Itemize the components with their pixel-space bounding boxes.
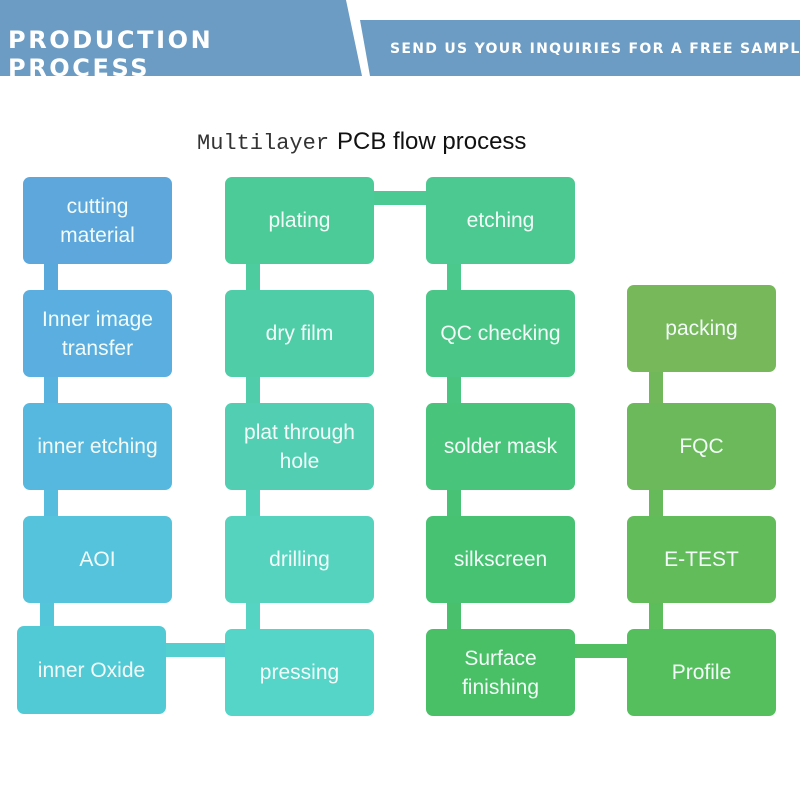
connector [246, 603, 260, 629]
step-e-test: E-TEST [627, 516, 776, 603]
step-label: inner etching [37, 435, 158, 458]
connector [649, 372, 663, 403]
connector [246, 264, 260, 290]
step-solder-mask: solder mask [426, 403, 575, 490]
header-banner-right[interactable]: SEND US YOUR INQUIRIES FOR A FREE SAMPLE [360, 20, 800, 76]
step-label: AOI [79, 548, 116, 571]
page-heading: PRODUCTION PROCESS [8, 26, 214, 82]
connector [166, 643, 225, 657]
step-inner-oxide: inner Oxide [17, 626, 166, 714]
connector [649, 490, 663, 516]
step-inner-etching: inner etching [23, 403, 172, 490]
step-label: plating [268, 209, 331, 232]
step-plating: plating [225, 177, 374, 264]
free-sample-cta[interactable]: SEND US YOUR INQUIRIES FOR A FREE SAMPLE [390, 41, 800, 57]
step-label: pressing [259, 661, 340, 684]
step-plat-through-hole: plat through hole [225, 403, 374, 490]
step-label: Surface finishing [461, 646, 540, 699]
step-profile: Profile [627, 629, 776, 716]
step-label: QC checking [440, 322, 561, 345]
connector [447, 264, 461, 290]
diagram-title-pcb: PCB flow process [337, 128, 527, 155]
connector [574, 644, 627, 658]
connector [44, 264, 58, 290]
step-cutting-material: cutting material [23, 177, 172, 264]
connector [649, 603, 663, 629]
connector [246, 377, 260, 403]
diagram-title-multilayer: Multilayer [197, 131, 330, 156]
step-surface-finishing: Surface finishing [426, 629, 575, 716]
connector [447, 603, 461, 629]
step-label: drilling [269, 548, 330, 571]
step-qc-checking: QC checking [426, 290, 575, 377]
connector [44, 377, 58, 403]
step-label: E-TEST [664, 548, 739, 571]
diagram-title: Multilayer PCB flow process [197, 128, 526, 156]
header-banner-left: PRODUCTION PROCESS [0, 0, 362, 76]
step-label: cutting material [60, 194, 135, 247]
step-label: Profile [671, 661, 732, 684]
connector [44, 490, 58, 516]
step-label: silkscreen [453, 548, 548, 571]
step-label: solder mask [443, 435, 558, 458]
step-label: packing [665, 317, 738, 340]
step-packing: packing [627, 285, 776, 372]
step-label: dry film [265, 322, 334, 345]
step-inner-image-transfer: Inner image transfer [23, 290, 172, 377]
connector [40, 603, 54, 627]
connector [447, 490, 461, 516]
step-label: FQC [679, 435, 724, 458]
step-label: Inner image transfer [42, 307, 153, 360]
step-label: etching [466, 209, 535, 232]
step-drilling: drilling [225, 516, 374, 603]
step-etching: etching [426, 177, 575, 264]
step-pressing: pressing [225, 629, 374, 716]
step-label: inner Oxide [37, 658, 146, 682]
connector [246, 490, 260, 516]
connector [373, 191, 426, 205]
step-label: plat through hole [244, 420, 355, 473]
step-aoi: AOI [23, 516, 172, 603]
connector [447, 377, 461, 403]
step-fqc: FQC [627, 403, 776, 490]
step-dry-film: dry film [225, 290, 374, 377]
step-silkscreen: silkscreen [426, 516, 575, 603]
